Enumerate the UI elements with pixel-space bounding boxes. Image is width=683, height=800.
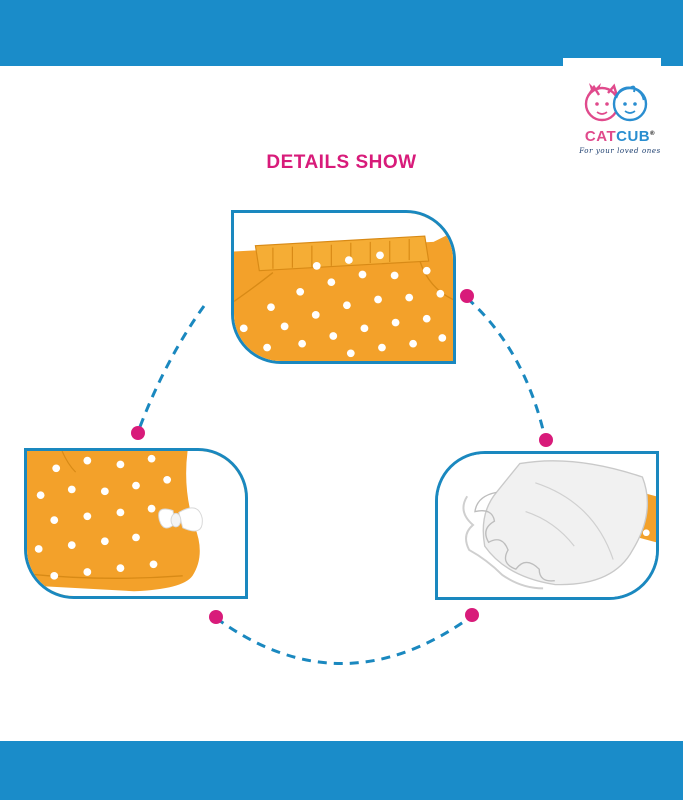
brand-tagline: For your loved ones xyxy=(579,147,661,155)
bottom-banner xyxy=(0,741,683,800)
dashed-arc-bottom xyxy=(215,614,473,665)
brand-name-cat: CAT xyxy=(584,128,617,145)
brand-name-cub: CUB xyxy=(616,128,651,145)
connector-dot-icon xyxy=(465,608,479,622)
waistband-illustration xyxy=(234,213,453,361)
logo-tab xyxy=(563,58,661,70)
detail-bow-hem-image xyxy=(24,448,248,599)
catcub-logo-icon xyxy=(584,83,648,122)
white-bow xyxy=(158,507,203,532)
detail-frill-image xyxy=(435,451,659,600)
detail-waistband-image xyxy=(231,210,456,364)
connector-dot-icon xyxy=(539,433,553,447)
connector-dot-icon xyxy=(209,610,223,624)
page-title: DETAILS SHOW xyxy=(266,152,417,173)
dashed-arc-left xyxy=(136,305,206,433)
brand-logo: CATCUB® For your loved ones xyxy=(570,76,670,166)
brand-name: CATCUB® xyxy=(570,128,670,145)
bow-hem-illustration xyxy=(27,451,245,596)
connector-dot-icon xyxy=(131,426,145,440)
frill-illustration xyxy=(438,454,656,597)
dashed-arc-right xyxy=(465,296,547,439)
connector-dot-icon xyxy=(460,289,474,303)
top-banner xyxy=(0,0,683,66)
registered-mark: ® xyxy=(650,131,656,137)
